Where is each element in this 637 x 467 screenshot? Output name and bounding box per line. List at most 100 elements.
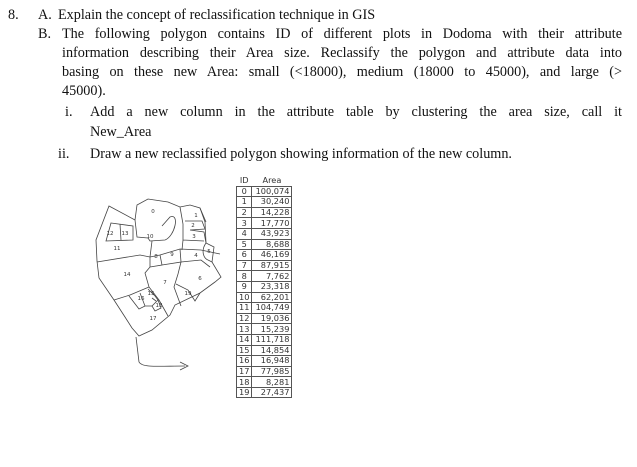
part-b-line: information describing their Area size. … bbox=[62, 45, 622, 61]
cell-area: 62,201 bbox=[251, 291, 293, 304]
cell-id: 7 bbox=[235, 259, 253, 272]
cell-area: 27,437 bbox=[251, 386, 293, 399]
map-label: 10 bbox=[147, 234, 154, 240]
part-i-line: New_Area bbox=[90, 124, 152, 140]
map-label: 12 bbox=[107, 231, 114, 237]
map-label: 11 bbox=[114, 246, 121, 252]
cell-area: 8,688 bbox=[251, 238, 293, 251]
cell-id: 2 bbox=[235, 206, 253, 219]
cell-id: 15 bbox=[235, 344, 253, 357]
part-b-label: B. bbox=[38, 26, 52, 42]
cell-id: 16 bbox=[235, 355, 253, 367]
cell-id: 12 bbox=[235, 312, 253, 325]
cell-id: 3 bbox=[235, 217, 253, 229]
map-outline bbox=[95, 198, 222, 337]
column-header-area: Area bbox=[262, 175, 282, 186]
map-label: 1 bbox=[194, 213, 198, 219]
cell-id: 4 bbox=[235, 227, 253, 240]
map-label: 6 bbox=[198, 276, 202, 282]
map-label: 13 bbox=[122, 231, 129, 237]
question-number: 8. bbox=[8, 7, 19, 23]
map-label: 2 bbox=[191, 223, 195, 229]
part-i-label: i. bbox=[65, 104, 73, 120]
cell-id: 14 bbox=[235, 333, 253, 346]
cell-area: 19,036 bbox=[251, 312, 293, 325]
cell-id: 13 bbox=[235, 323, 253, 335]
map-label: 4 bbox=[194, 253, 198, 259]
map-label: 16 bbox=[138, 296, 145, 302]
map-label: 14 bbox=[124, 272, 131, 278]
cell-area: 43,923 bbox=[251, 227, 293, 240]
cell-id: 1 bbox=[235, 196, 253, 208]
cell-area: 15,239 bbox=[251, 323, 293, 335]
map-label: 19 bbox=[185, 291, 192, 297]
cell-area: 16,948 bbox=[251, 355, 293, 367]
part-b-line: 45000). bbox=[62, 83, 106, 99]
cell-id: 8 bbox=[235, 270, 253, 282]
cell-area: 23,318 bbox=[251, 280, 293, 293]
cell-area: 8,281 bbox=[251, 376, 293, 388]
part-b-line: basing on these new Area: small (<18000)… bbox=[62, 64, 622, 80]
cell-id: 9 bbox=[235, 280, 253, 293]
cell-id: 5 bbox=[235, 238, 253, 251]
map-label: 5 bbox=[207, 249, 211, 255]
map-label: 7 bbox=[163, 280, 167, 286]
map-label: 18 bbox=[156, 303, 163, 309]
cell-id: 19 bbox=[235, 386, 253, 399]
arrow-icon bbox=[135, 336, 186, 367]
map-label: 0 bbox=[151, 209, 155, 215]
cell-area: 87,915 bbox=[251, 259, 293, 272]
cell-area: 100,074 bbox=[251, 185, 293, 198]
map-label: 8 bbox=[154, 254, 158, 260]
part-i-line: Add a new column in the attribute table … bbox=[90, 104, 622, 120]
arrowhead-icon bbox=[179, 361, 189, 371]
map-label: 15 bbox=[148, 291, 155, 297]
cell-area: 77,985 bbox=[251, 365, 293, 378]
cell-area: 7,762 bbox=[251, 270, 293, 282]
map-label: 17 bbox=[150, 316, 157, 322]
cell-id: 17 bbox=[235, 365, 253, 378]
cell-id: 18 bbox=[235, 376, 253, 388]
cell-id: 0 bbox=[235, 185, 253, 198]
part-a-label: A. bbox=[38, 7, 52, 23]
part-b-line: The following polygon contains ID of dif… bbox=[62, 26, 622, 42]
map-label: 9 bbox=[170, 252, 174, 258]
cell-area: 17,770 bbox=[251, 217, 293, 229]
cell-area: 104,749 bbox=[251, 302, 293, 314]
part-a-text: Explain the concept of reclassification … bbox=[58, 7, 376, 23]
part-ii-label: ii. bbox=[58, 146, 70, 162]
column-header-id: ID bbox=[239, 175, 249, 186]
cell-area: 46,169 bbox=[251, 249, 293, 261]
map-label: 3 bbox=[192, 234, 196, 240]
cell-area: 30,240 bbox=[251, 196, 293, 208]
cell-id: 11 bbox=[235, 302, 253, 314]
cell-id: 6 bbox=[235, 249, 253, 261]
part-ii-text: Draw a new reclassified polygon showing … bbox=[90, 146, 512, 162]
cell-area: 14,228 bbox=[251, 206, 293, 219]
cell-id: 10 bbox=[235, 291, 253, 304]
cell-area: 111,718 bbox=[251, 333, 293, 346]
